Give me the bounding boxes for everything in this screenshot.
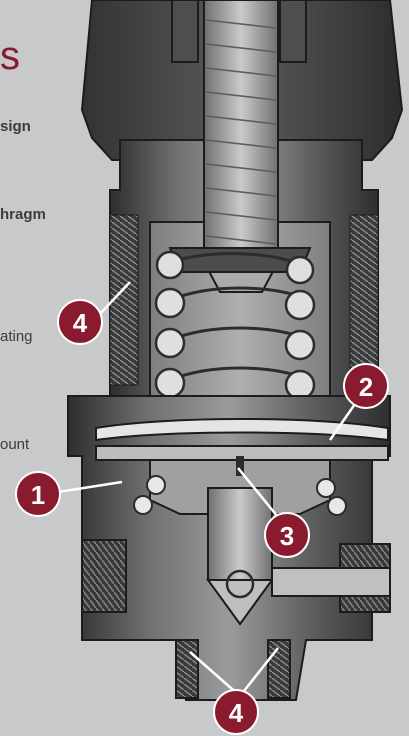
callout-1: 1: [15, 471, 61, 517]
knob-slot-left: [171, 0, 199, 63]
label-fragment-seating: ating: [0, 328, 33, 345]
callout-4-upper: 4: [57, 299, 103, 345]
callout-3-label: 3: [280, 521, 294, 551]
label-fragment-mount: ount: [0, 436, 30, 453]
port-threads-left: [81, 539, 127, 613]
callout-1-label: 1: [31, 480, 45, 510]
bonnet-threads-left: [109, 214, 139, 386]
label-fragment-design: sign: [0, 118, 31, 135]
heading-fragment: s: [0, 34, 20, 78]
gauge-port-bore: [271, 567, 391, 597]
callout-4-upper-label: 4: [73, 308, 88, 338]
poppet-ring: [225, 569, 255, 599]
diaphragm: [95, 418, 389, 442]
callout-3: 3: [264, 512, 310, 558]
callout-4-lower: 4: [213, 689, 259, 735]
leader-lines: [57, 281, 368, 697]
label-fragment-diaphragm: hragm: [0, 206, 46, 223]
callout-2: 2: [343, 363, 389, 409]
callout-4-lower-label: 4: [229, 698, 244, 728]
adjusting-stem: [203, 0, 279, 263]
bonnet-threads-right: [349, 214, 379, 386]
poppet-tip: [206, 579, 274, 626]
mount-hole-right: [267, 639, 291, 699]
stem-thread-lines: [205, 19, 277, 245]
seat-balls: [133, 475, 347, 516]
poppet: [207, 487, 273, 581]
seat-pin: [236, 456, 244, 476]
callout-2-label: 2: [359, 372, 373, 402]
knob-slot-right: [279, 0, 307, 63]
mount-hole-left: [175, 639, 199, 699]
